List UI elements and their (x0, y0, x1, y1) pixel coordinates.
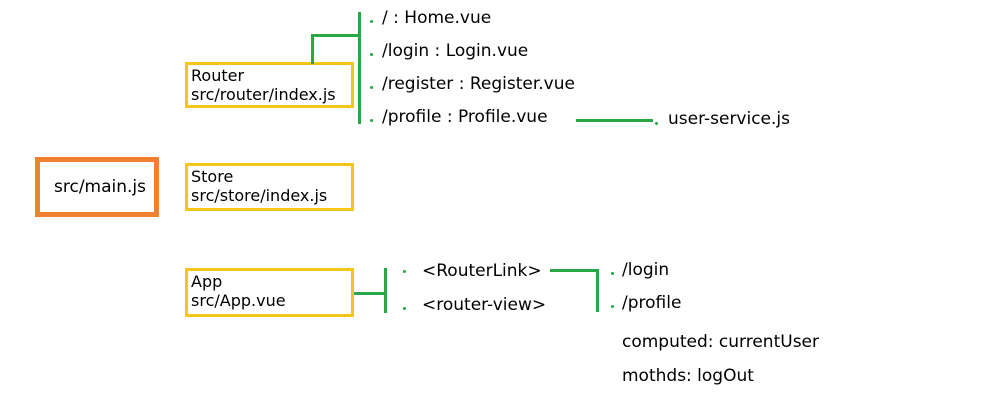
main-js-label: src/main.js (54, 177, 147, 197)
main-js-box: src/main.js (35, 157, 159, 217)
router-link-label: <RouterLink> (422, 261, 542, 281)
router-view-label: <router-view> (422, 295, 547, 315)
router-link-login: /login (622, 260, 670, 280)
router-links-bracket (596, 269, 599, 312)
app-connector-horizontal (354, 292, 387, 295)
router-path: src/router/index.js (191, 85, 336, 104)
app-path: src/App.vue (191, 291, 286, 310)
router-link-bullet (611, 272, 614, 275)
computed-current-user: computed: currentUser (622, 332, 819, 352)
store-box: Store src/store/index.js (185, 163, 354, 211)
app-children-bracket (384, 268, 387, 313)
route-bullet (370, 20, 373, 23)
store-title: Store (191, 167, 234, 186)
store-path: src/store/index.js (191, 186, 328, 205)
routes-bracket (358, 12, 361, 124)
router-link-bullet (611, 305, 614, 308)
route-profile: /profile : Profile.vue (382, 107, 548, 127)
route-bullet (370, 119, 373, 122)
route-register: /register : Register.vue (382, 74, 575, 94)
dependency-bullet (655, 122, 658, 125)
route-bullet (370, 86, 373, 89)
router-link-connector (550, 269, 599, 272)
router-connector-up (311, 34, 314, 64)
methods-log-out: mothds: logOut (622, 366, 754, 386)
router-box: Router src/router/index.js (185, 62, 354, 108)
profile-dependency-connector (576, 119, 653, 122)
router-link-profile: /profile (622, 293, 682, 313)
route-bullet (370, 53, 373, 56)
user-service-label: user-service.js (668, 109, 791, 129)
app-child-bullet (403, 307, 406, 310)
app-child-bullet (403, 270, 406, 273)
router-connector-horizontal (311, 34, 361, 37)
app-title: App (191, 272, 223, 291)
route-login: /login : Login.vue (382, 41, 529, 61)
route-home: / : Home.vue (382, 8, 492, 28)
router-title: Router (191, 66, 245, 85)
app-box: App src/App.vue (185, 268, 354, 317)
